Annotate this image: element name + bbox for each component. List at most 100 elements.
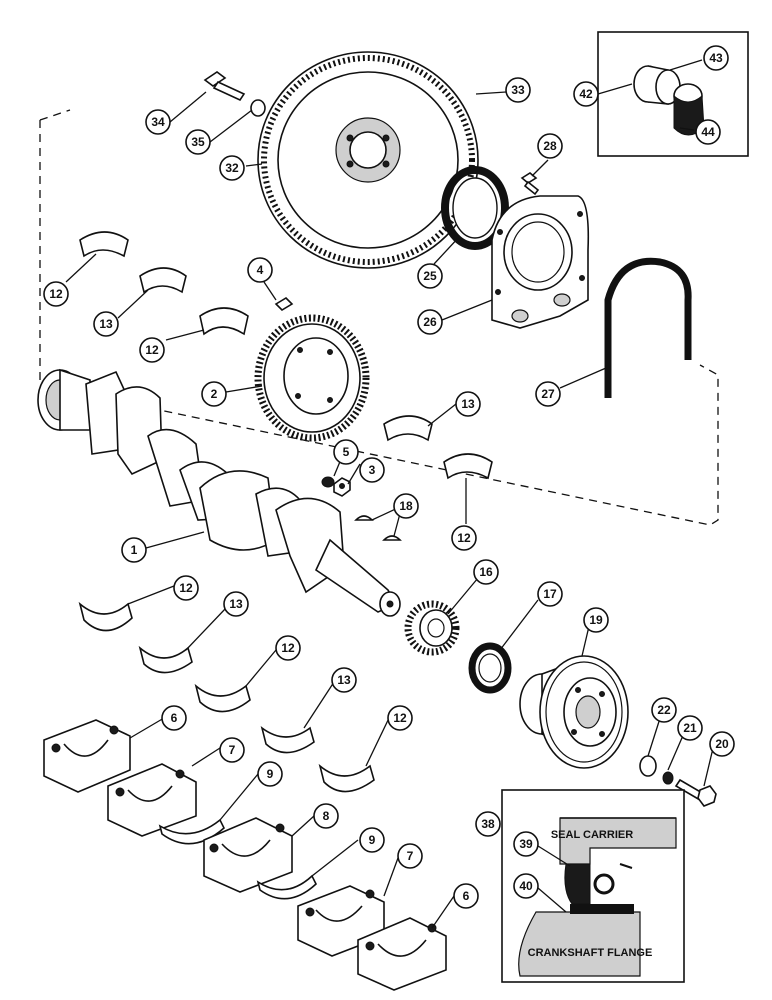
svg-text:2: 2	[211, 387, 218, 401]
svg-text:12: 12	[145, 343, 159, 357]
callout-12a: 12	[43, 281, 69, 307]
bearing-cap-8	[203, 817, 293, 893]
crankshaft-flange-section	[518, 904, 641, 977]
svg-text:9: 9	[267, 767, 274, 781]
flywheel-bolt	[203, 71, 246, 102]
svg-text:9: 9	[369, 833, 376, 847]
svg-text:19: 19	[589, 613, 603, 627]
bearing-shell-lower-12e	[194, 683, 251, 713]
svg-text:6: 6	[463, 889, 470, 903]
seal-carrier-screw	[520, 172, 540, 196]
woodruff-key-b	[382, 535, 402, 541]
svg-text:12: 12	[393, 711, 407, 725]
bearing-shell-upper-13b	[383, 415, 433, 442]
bearing-shell-lower-13c	[138, 645, 193, 674]
callout-34: 34	[145, 109, 171, 135]
svg-text:3: 3	[369, 463, 376, 477]
callout-39: 39	[513, 831, 539, 857]
callout-44: 44	[695, 119, 721, 145]
svg-text:20: 20	[715, 737, 729, 751]
thrust-washer-9b	[256, 874, 317, 900]
bearing-cap-7a	[107, 763, 197, 837]
callout-40: 40	[513, 873, 539, 899]
callout-7a: 7	[219, 737, 245, 763]
svg-text:44: 44	[701, 125, 715, 139]
nut-3	[333, 477, 351, 497]
svg-text:7: 7	[407, 849, 414, 863]
pulley-lockwasher	[662, 771, 674, 785]
callout-43: 43	[703, 45, 729, 71]
svg-text:7: 7	[229, 743, 236, 757]
callout-19: 19	[583, 607, 609, 633]
bushing-solid	[673, 83, 705, 136]
svg-text:38: 38	[481, 817, 495, 831]
callout-6a: 6	[161, 705, 187, 731]
svg-text:27: 27	[541, 387, 555, 401]
svg-text:35: 35	[191, 135, 205, 149]
rear-oil-seal	[441, 166, 509, 250]
crankshaft-flange-label: CRANKSHAFT FLANGE	[528, 947, 653, 959]
svg-text:12: 12	[49, 287, 63, 301]
bearing-cap-6a	[43, 719, 131, 793]
bearing-cap-6b	[357, 917, 447, 991]
callout-20: 20	[709, 731, 735, 757]
callout-12d: 12	[173, 575, 199, 601]
bearing-shell-lower-12f	[318, 763, 375, 793]
flywheel-washer	[250, 99, 266, 117]
svg-text:13: 13	[99, 317, 113, 331]
woodruff-key-a	[354, 515, 374, 521]
callout-35: 35	[185, 129, 211, 155]
svg-text:40: 40	[519, 879, 533, 893]
seal-carrier	[491, 195, 590, 329]
seal-section	[564, 863, 633, 905]
svg-text:42: 42	[579, 87, 593, 101]
bearing-shell-upper-12c	[443, 453, 493, 480]
seal-carrier-label: SEAL CARRIER	[551, 829, 633, 841]
callout-9b: 9	[359, 827, 385, 853]
callout-3: 3	[359, 457, 385, 483]
callout-13c: 13	[223, 591, 249, 617]
callout-12e: 12	[275, 635, 301, 661]
front-oil-seal	[468, 642, 512, 694]
callout-17: 17	[537, 581, 563, 607]
callout-16: 16	[473, 559, 499, 585]
svg-text:26: 26	[423, 315, 437, 329]
washer-5	[321, 476, 335, 488]
callout-12c: 12	[451, 525, 477, 551]
svg-text:8: 8	[323, 809, 330, 823]
callout-33: 33	[505, 77, 531, 103]
callout-28: 28	[537, 133, 563, 159]
pulley-washer	[639, 755, 657, 777]
seal-carrier-gasket	[604, 257, 692, 398]
crankshaft-gear	[254, 314, 370, 442]
callout-27: 27	[535, 381, 561, 407]
svg-text:1: 1	[131, 543, 138, 557]
callout-12f: 12	[387, 705, 413, 731]
leader-lines	[65, 59, 715, 929]
svg-text:4: 4	[257, 263, 264, 277]
svg-text:12: 12	[457, 531, 471, 545]
callout-6b: 6	[453, 883, 479, 909]
callout-9a: 9	[257, 761, 283, 787]
svg-text:21: 21	[683, 721, 697, 735]
callout-4: 4	[247, 257, 273, 283]
svg-text:32: 32	[225, 161, 239, 175]
flywheel	[257, 51, 479, 269]
svg-text:28: 28	[543, 139, 557, 153]
callout-1: 1	[121, 537, 147, 563]
svg-text:18: 18	[399, 499, 413, 513]
svg-text:5: 5	[343, 445, 350, 459]
callout-21: 21	[677, 715, 703, 741]
crankshaft-timing-gear	[404, 600, 460, 656]
gear-screw	[274, 296, 294, 312]
svg-text:43: 43	[709, 51, 723, 65]
svg-text:6: 6	[171, 711, 178, 725]
svg-text:16: 16	[479, 565, 493, 579]
callout-25: 25	[417, 263, 443, 289]
bearing-shell-upper-12b	[199, 307, 249, 336]
bearing-shell-upper-12a	[79, 231, 129, 258]
svg-text:12: 12	[281, 641, 295, 655]
svg-text:17: 17	[543, 587, 557, 601]
callout-38: 38	[475, 811, 501, 837]
